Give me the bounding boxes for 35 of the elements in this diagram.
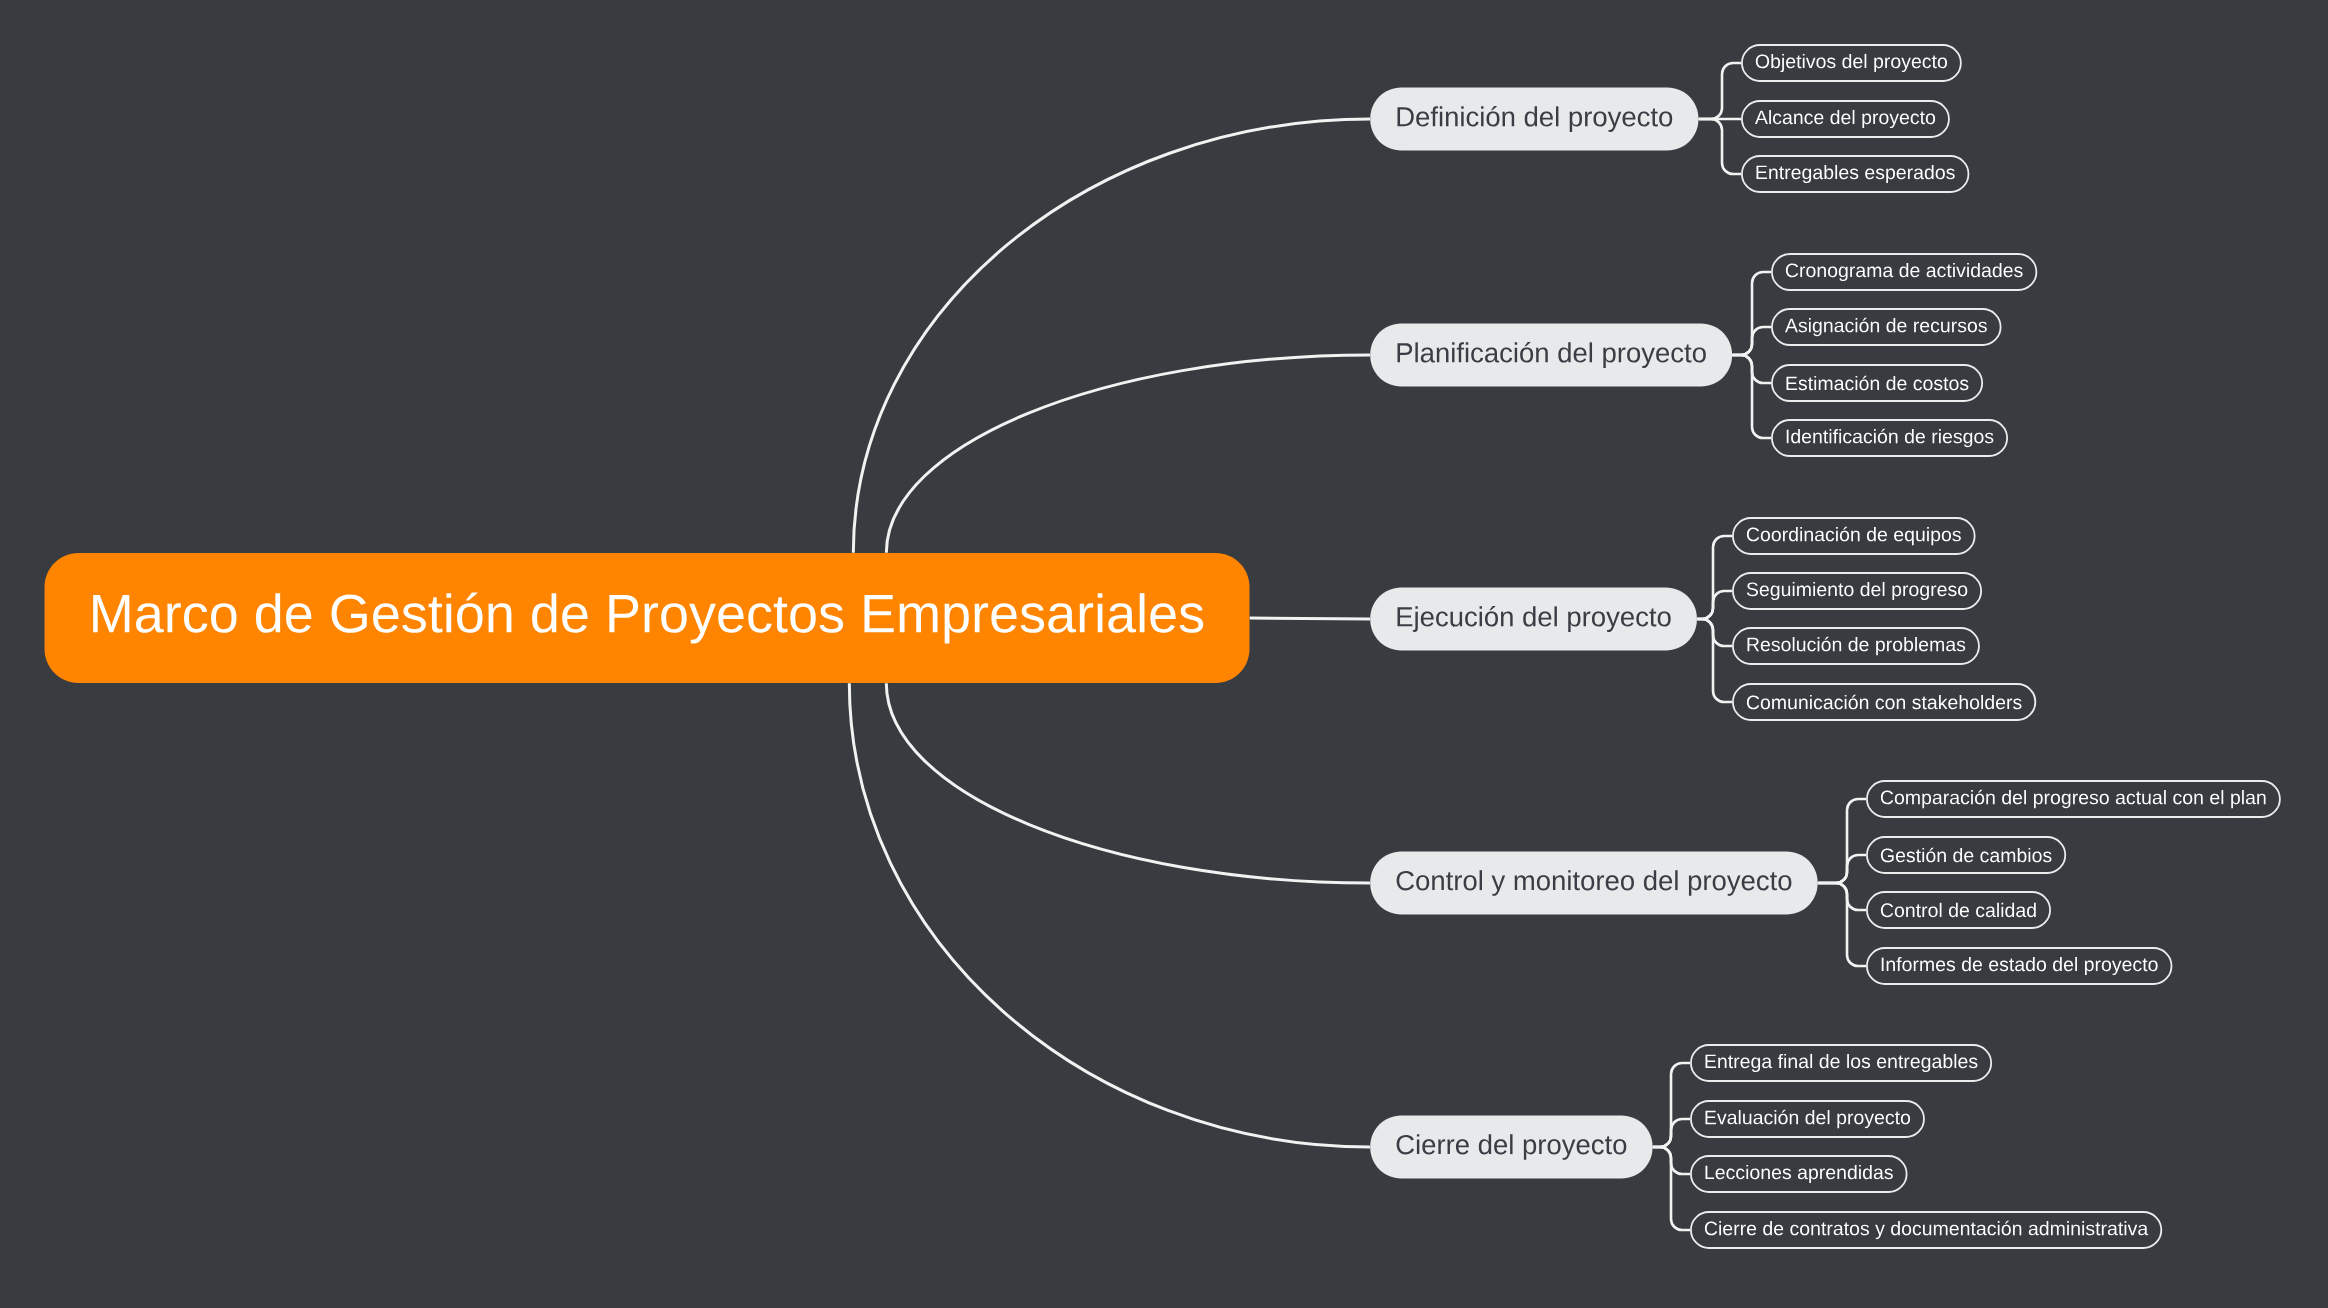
connector-curve bbox=[847, 683, 1371, 1149]
topic-box: Cierre del proyecto bbox=[1370, 1115, 1653, 1179]
subtopic-box: Entregables esperados bbox=[1741, 155, 1970, 193]
subtopic-box: Comparación del progreso actual con el plan bbox=[1866, 780, 2281, 818]
subtopic-box: Cierre de contratos y documentación administrativa bbox=[1690, 1211, 2163, 1249]
topic-box: Definición del proyecto bbox=[1370, 87, 1699, 151]
topic-box: Planificación del proyecto bbox=[1370, 323, 1733, 387]
subtopic-box: Gestión de cambios bbox=[1866, 836, 2067, 874]
subtopic-box: Identificación de riesgos bbox=[1771, 419, 2008, 457]
connector-line bbox=[1249, 616, 1371, 621]
subtopic-box: Seguimiento del progreso bbox=[1732, 572, 1983, 610]
subtopic-box: Asignación de recursos bbox=[1771, 308, 2002, 346]
connector-line bbox=[1698, 117, 1741, 176]
subtopic-box: Resolución de problemas bbox=[1732, 627, 1980, 665]
connector-line bbox=[1652, 1145, 1690, 1232]
connector-curve bbox=[884, 682, 1371, 885]
topic-box: Control y monitoreo del proyecto bbox=[1370, 851, 1818, 915]
subtopic-box: Informes de estado del proyecto bbox=[1866, 947, 2173, 985]
connector-curve bbox=[884, 353, 1371, 554]
subtopic-box: Cronograma de actividades bbox=[1771, 253, 2038, 291]
subtopic-box: Entrega final de los entregables bbox=[1690, 1044, 1993, 1082]
topic-box: Ejecución del proyecto bbox=[1370, 587, 1697, 651]
subtopic-box: Control de calidad bbox=[1866, 891, 2051, 929]
subtopic-box: Evaluación del proyecto bbox=[1690, 1100, 1925, 1138]
subtopic-box: Objetivos del proyecto bbox=[1741, 44, 1962, 82]
subtopic-box: Coordinación de equipos bbox=[1732, 517, 1976, 555]
connector-curve bbox=[851, 117, 1371, 553]
subtopic-box: Lecciones aprendidas bbox=[1690, 1155, 1908, 1193]
connector-line bbox=[1732, 353, 1771, 440]
central-topic-box: Marco de Gestión de Proyectos Empresariales bbox=[44, 553, 1250, 683]
subtopic-box: Comunicación con stakeholders bbox=[1732, 683, 2037, 721]
subtopic-box: Estimación de costos bbox=[1771, 364, 1984, 402]
subtopic-box: Alcance del proyecto bbox=[1741, 100, 1950, 138]
connector-line bbox=[1697, 617, 1732, 704]
connector-line bbox=[1817, 881, 1866, 968]
